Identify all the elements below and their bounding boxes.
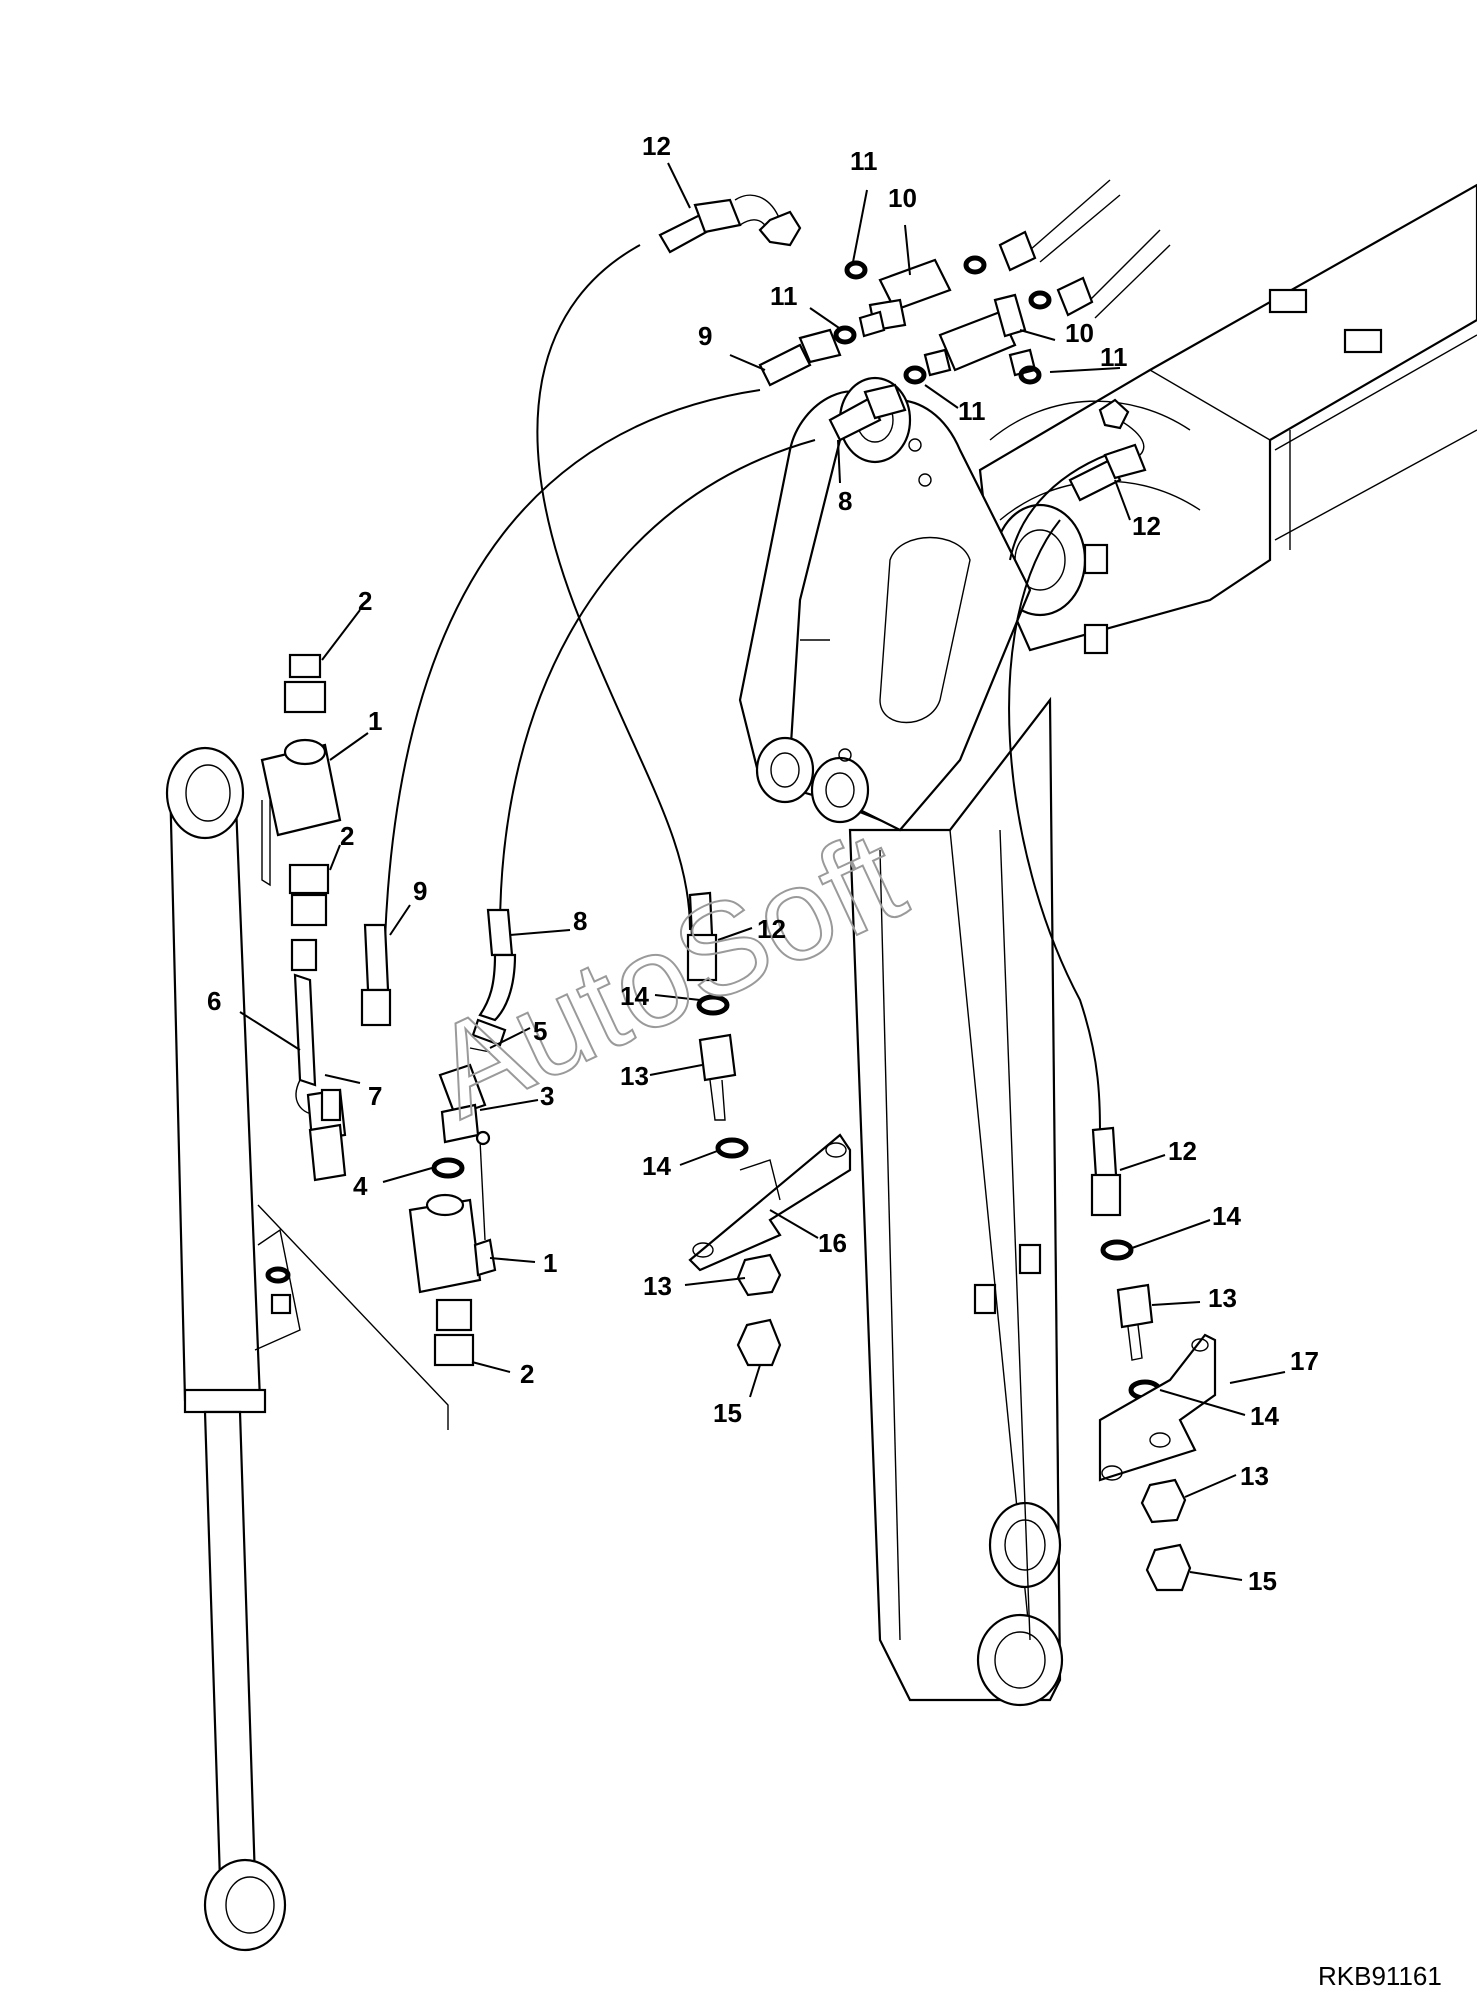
callout-16: 16 xyxy=(818,1228,847,1258)
nut-15-right xyxy=(1145,1543,1192,1592)
callout-13: 13 xyxy=(620,1061,649,1091)
drawing-code: RKB91161 xyxy=(1318,1961,1442,1991)
callout-2: 2 xyxy=(340,821,354,851)
hose-end-12-top xyxy=(658,194,802,254)
boom-boss-2 xyxy=(1343,328,1383,354)
nut-13-right xyxy=(1140,1478,1187,1524)
arm-bracket xyxy=(738,376,1032,832)
nut-13-center xyxy=(736,1253,782,1297)
bracket-16 xyxy=(688,1133,852,1272)
callout-11: 11 xyxy=(770,281,798,311)
callout-15: 15 xyxy=(713,1398,742,1428)
callout-17: 17 xyxy=(1290,1346,1319,1376)
callout-6: 6 xyxy=(207,986,221,1016)
hose-end-8-top xyxy=(828,383,907,442)
callout-4: 4 xyxy=(353,1171,368,1201)
bracket-left-boss xyxy=(755,736,815,804)
cylinder-gland xyxy=(183,1388,267,1414)
callout-5: 5 xyxy=(533,1016,547,1046)
bracket-17 xyxy=(1098,1333,1217,1482)
callout-1: 1 xyxy=(543,1248,557,1278)
tee-10-lower xyxy=(923,293,1037,377)
valve-assembly-left xyxy=(260,653,347,1182)
callout-13: 13 xyxy=(1208,1283,1237,1313)
callout-13: 13 xyxy=(643,1271,672,1301)
arm-tip-boss xyxy=(976,1613,1064,1707)
callout-12: 12 xyxy=(1168,1136,1197,1166)
watermark: AutoSoft xyxy=(410,802,924,1145)
callout-11: 11 xyxy=(958,396,986,426)
callout-10: 10 xyxy=(888,183,917,213)
callout-12: 12 xyxy=(642,131,671,161)
callout-8: 8 xyxy=(573,906,587,936)
boom xyxy=(978,183,1477,655)
hose-end-9-bottom xyxy=(360,923,392,1027)
cylinder-rod-eye xyxy=(203,1858,287,1952)
valve-assembly-center xyxy=(408,908,517,1367)
hose-end-9-top xyxy=(758,328,842,387)
cylinder xyxy=(165,746,449,1952)
callout-14: 14 xyxy=(1212,1201,1241,1231)
cylinder-top-eye xyxy=(165,746,245,840)
leader-lines xyxy=(239,162,1286,1581)
orings-upper xyxy=(833,255,1052,385)
tee-10-upper xyxy=(858,258,952,338)
callout-1: 1 xyxy=(368,706,382,736)
cylinder-rod xyxy=(203,1410,257,1882)
callout-14: 14 xyxy=(1250,1401,1279,1431)
callout-2: 2 xyxy=(520,1359,534,1389)
hoses xyxy=(384,244,1121,1141)
callout-3: 3 xyxy=(540,1081,554,1111)
fitting-stack-center xyxy=(686,891,852,1367)
callout-12: 12 xyxy=(757,914,786,944)
callout-14: 14 xyxy=(620,981,649,1011)
pipe-6 xyxy=(293,973,317,1087)
callout-9: 9 xyxy=(413,876,427,906)
callout-8: 8 xyxy=(838,486,852,516)
boom-boss-1 xyxy=(1268,288,1308,314)
callout-11: 11 xyxy=(1100,342,1128,372)
callout-10: 10 xyxy=(1065,318,1094,348)
pipes-upper-right xyxy=(998,179,1171,319)
callout-15: 15 xyxy=(1248,1566,1277,1596)
callout-9: 9 xyxy=(698,321,712,351)
fitting-2-top-nut xyxy=(288,653,322,679)
callout-11: 11 xyxy=(850,146,878,176)
hose-end-12-right xyxy=(1068,398,1147,502)
callout-13: 13 xyxy=(1240,1461,1269,1491)
callout-12: 12 xyxy=(1132,511,1161,541)
nut-15-center xyxy=(736,1318,782,1367)
callout-2: 2 xyxy=(358,586,372,616)
fitting-stack-right xyxy=(1090,1126,1217,1592)
callout-14: 14 xyxy=(642,1151,671,1181)
callout-labels: 12 11 10 11 9 10 11 11 8 12 2 1 2 9 8 12… xyxy=(207,131,1319,1596)
arm xyxy=(848,696,1064,1707)
callout-7: 7 xyxy=(368,1081,382,1111)
